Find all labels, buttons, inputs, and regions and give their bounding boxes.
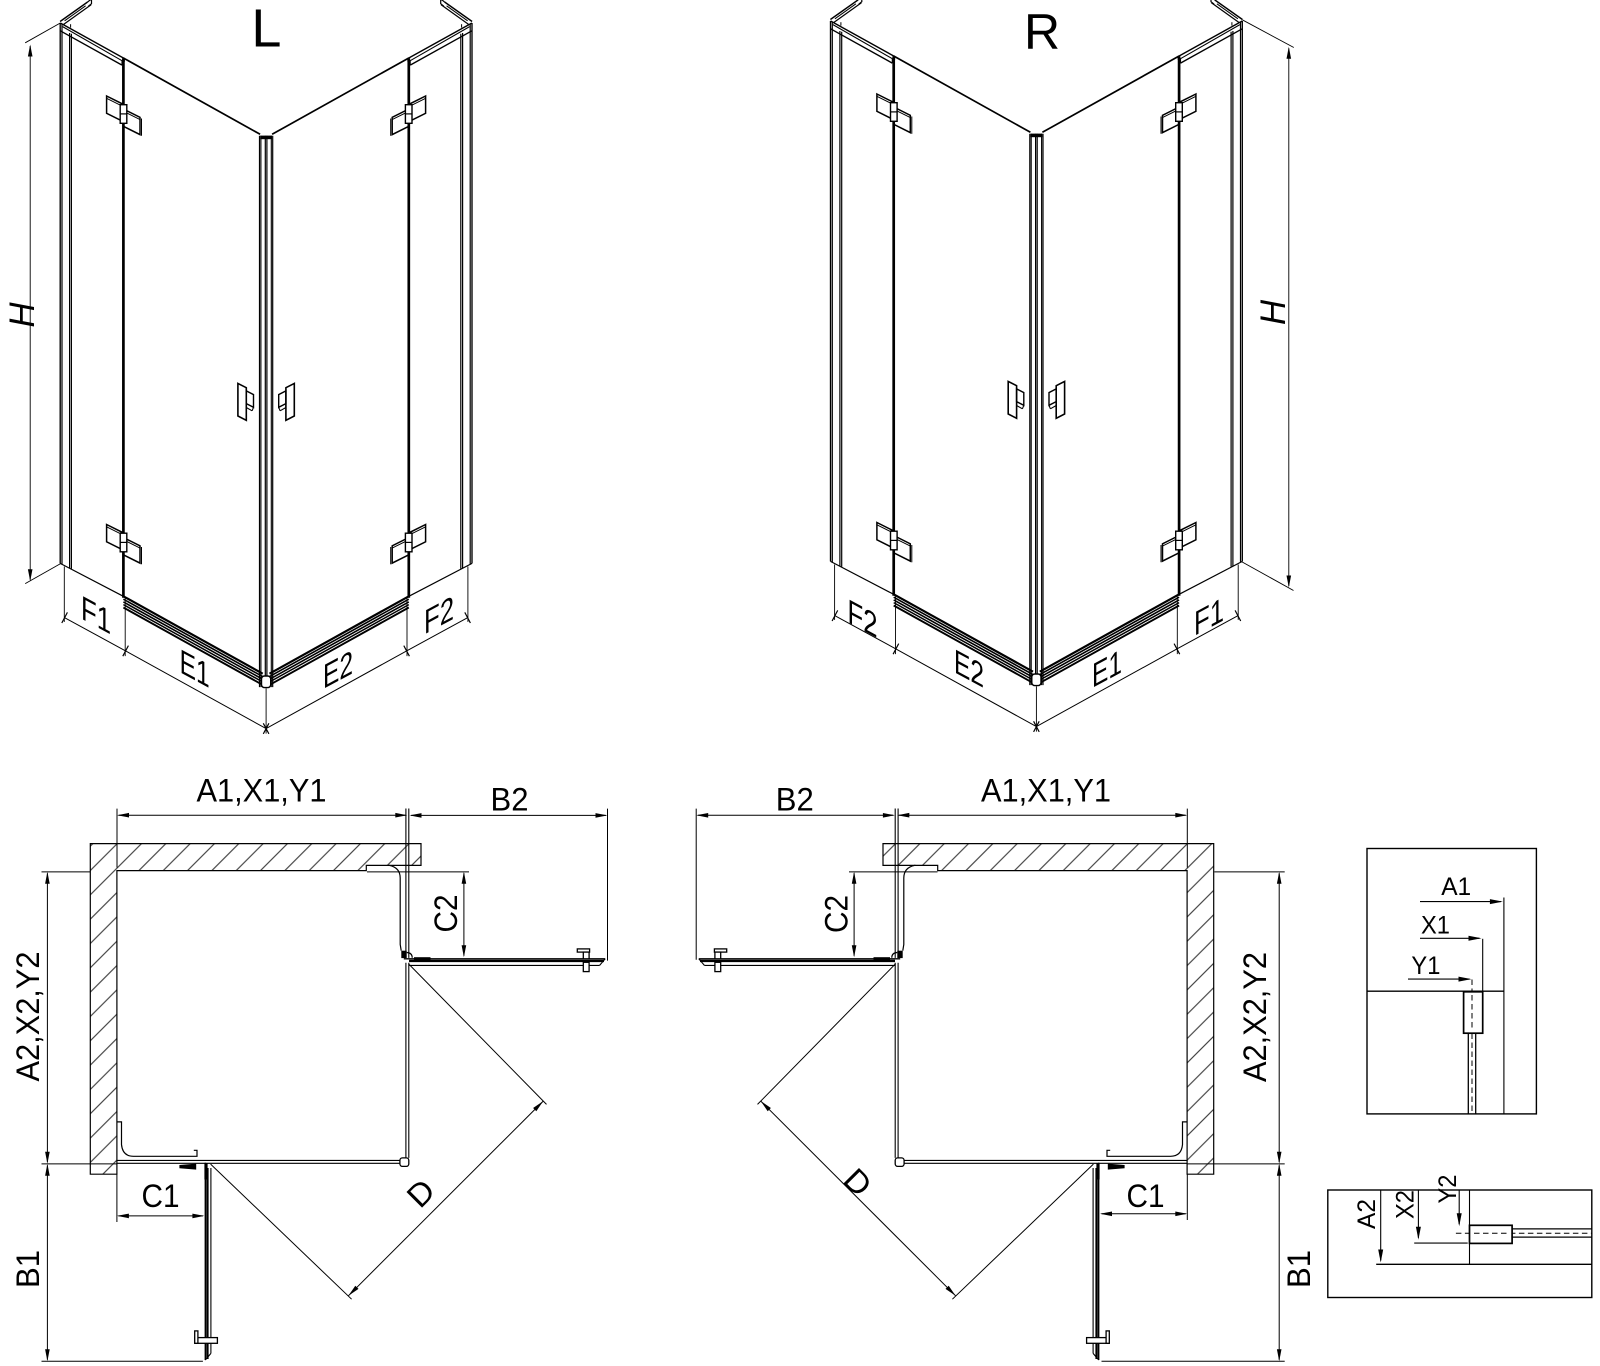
svg-text:Y1: Y1 — [1411, 952, 1440, 980]
svg-text:C2: C2 — [818, 895, 854, 933]
svg-text:H: H — [3, 302, 42, 328]
svg-text:C2: C2 — [428, 895, 464, 933]
svg-text:C1: C1 — [142, 1178, 180, 1214]
svg-text:B2: B2 — [491, 782, 529, 818]
svg-text:B2: B2 — [776, 782, 814, 818]
svg-text:R: R — [1024, 4, 1060, 60]
svg-text:A2: A2 — [1353, 1199, 1381, 1229]
svg-text:H: H — [1254, 299, 1293, 325]
svg-text:X1: X1 — [1421, 911, 1450, 939]
svg-text:A2,X2,Y2: A2,X2,Y2 — [10, 952, 46, 1082]
svg-text:B1: B1 — [10, 1250, 46, 1288]
svg-text:C1: C1 — [1127, 1178, 1165, 1214]
svg-text:A1,X1,Y1: A1,X1,Y1 — [981, 773, 1111, 809]
svg-text:A1: A1 — [1441, 873, 1471, 901]
svg-text:X2: X2 — [1391, 1190, 1419, 1219]
svg-text:B1: B1 — [1281, 1250, 1317, 1288]
svg-text:A2,X2,Y2: A2,X2,Y2 — [1237, 952, 1273, 1082]
svg-text:Y2: Y2 — [1434, 1175, 1462, 1204]
svg-text:L: L — [251, 0, 281, 59]
svg-text:A1,X1,Y1: A1,X1,Y1 — [197, 773, 327, 809]
